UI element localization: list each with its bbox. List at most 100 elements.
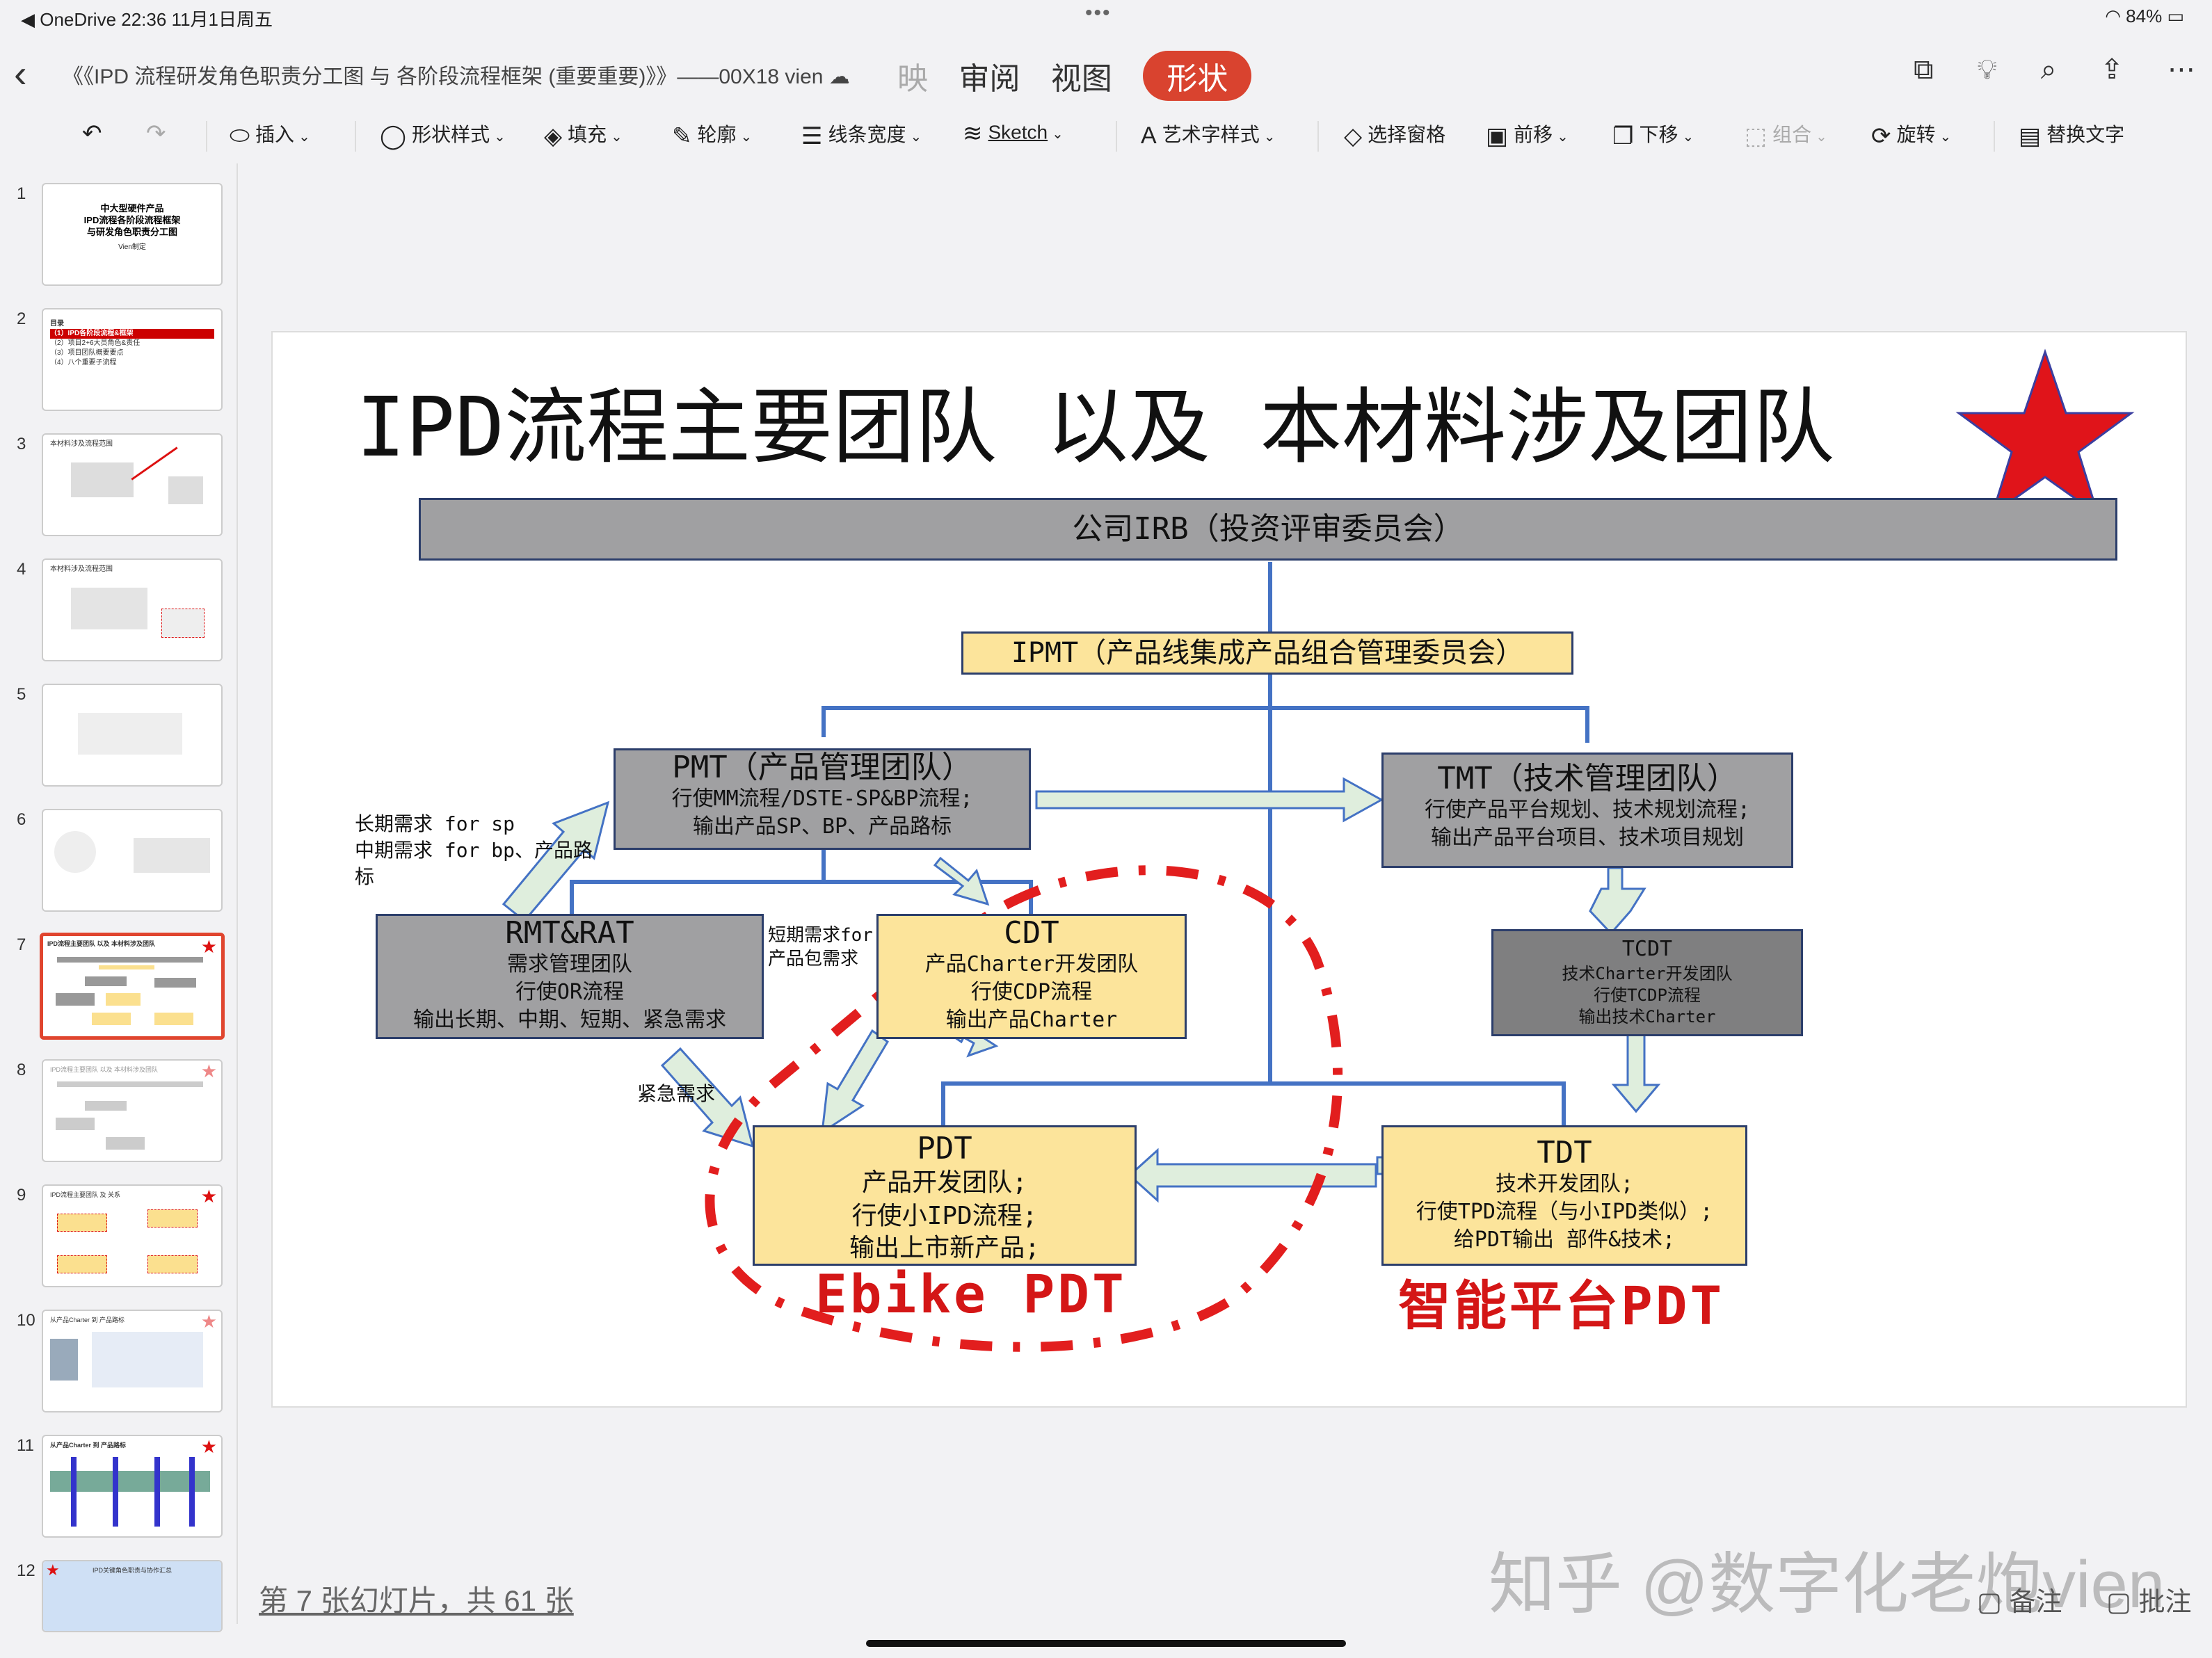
alt-text-button[interactable]: ▤替换文字: [2019, 122, 2125, 150]
tcdt-title: TCDT: [1621, 937, 1673, 961]
slide-thumbnail-2[interactable]: 目录 （1）IPD各阶段流程&框架 （2）项目2+6大员角色&责任 （3）项目团…: [42, 308, 223, 411]
slide-thumbnail-4[interactable]: 本材料涉及流程范围: [42, 558, 223, 661]
slide-counter[interactable]: 第 7 张幻灯片，共 61 张: [259, 1584, 574, 1617]
slide-title[interactable]: IPD流程主要团队 以及 本材料涉及团队: [356, 379, 1835, 475]
shape-style-button[interactable]: ◯形状样式⌄: [380, 122, 506, 150]
cdt-line1: 产品Charter开发团队: [924, 952, 1139, 976]
home-indicator[interactable]: [866, 1640, 1346, 1647]
rmt-box[interactable]: RMT&RAT 需求管理团队 行使OR流程 输出长期、中期、短期、紧急需求: [376, 914, 764, 1039]
rotate-icon: ⟳: [1871, 122, 1891, 150]
slide-thumbnail-12[interactable]: IPD关键角色职责与协作汇总 ★: [42, 1560, 223, 1632]
pdt-line2: 行使小IPD流程;: [851, 1202, 1038, 1230]
battery-icon: ▭: [2162, 6, 2184, 26]
thumb-number: 5: [17, 685, 26, 704]
battery-status: ◠ 84% ▭: [2105, 6, 2184, 27]
ipmt-box[interactable]: IPMT（产品线集成产品组合管理委员会）: [961, 631, 1573, 675]
redo-icon[interactable]: ↷: [146, 120, 166, 147]
send-backward-icon: ❐: [1612, 122, 1634, 150]
outline-button[interactable]: ✎轮廓⌄: [672, 122, 753, 150]
thumb-number: 11: [17, 1436, 34, 1455]
multitask-dots[interactable]: •••: [1085, 1, 1112, 24]
star-icon: ★: [46, 1561, 60, 1579]
star-icon: ★: [200, 1186, 217, 1207]
label-short-term-demand[interactable]: 短期需求for 产品包需求: [768, 925, 873, 969]
document-title[interactable]: 《《IPD 流程研发角色职责分工图 与 各阶段流程框架 (重要重要)》》——00…: [63, 59, 850, 90]
watermark: 知乎 @数字化老炮vien: [1489, 1547, 2165, 1622]
slide-canvas[interactable]: IPD流程主要团队 以及 本材料涉及团队: [271, 331, 2187, 1408]
slide-thumbnail-11[interactable]: 从产品Charter 到 产品路标 ★: [42, 1435, 223, 1538]
header-actions: ⧉ 💡︎ ⌕ ⇪ ⋯: [1877, 54, 2195, 86]
status-left: ◀ OneDrive 22:36 11月1日周五: [21, 9, 273, 30]
cloud-sync-icon: ☁: [828, 65, 850, 88]
tmt-box[interactable]: TMT（技术管理团队） 行使产品平台规划、技术规划流程; 输出产品平台项目、技术…: [1381, 752, 1793, 868]
comment-icon: ▢: [2106, 1588, 2139, 1617]
pmt-box[interactable]: PMT（产品管理团队） 行使MM流程/DSTE-SP&BP流程; 输出产品SP、…: [614, 748, 1031, 850]
tdt-box[interactable]: TDT 技术开发团队; 行使TPD流程（与小IPD类似）; 给PDT输出 部件&…: [1381, 1125, 1747, 1266]
slide-thumbnail-7[interactable]: IPD流程主要团队 以及 本材料涉及团队 ★: [40, 933, 225, 1040]
slide-thumbnails-pane[interactable]: 1 中大型硬件产品 IPD流程各阶段流程框架 与研发角色职责分工图 Vien制定…: [0, 163, 238, 1632]
wifi-icon: ◠: [2105, 6, 2126, 26]
document-title-text: 《《IPD 流程研发角色职责分工图 与 各阶段流程框架 (重要重要)》》——00…: [63, 65, 824, 88]
rmt-title: RMT&RAT: [505, 915, 634, 951]
selection-pane-button[interactable]: ◇选择窗格: [1344, 122, 1446, 150]
thumb-number: 2: [17, 309, 26, 328]
label-long-term-demand[interactable]: 长期需求 for sp 中期需求 for bp、产品路 标: [355, 812, 593, 888]
tab-shape[interactable]: 形状: [1143, 51, 1252, 101]
rmt-line1: 需求管理团队: [507, 952, 632, 976]
line-width-button[interactable]: ☰线条宽度⌄: [801, 122, 922, 150]
more-icon[interactable]: ⋯: [2167, 54, 2195, 85]
share-icon[interactable]: ⇪: [2100, 54, 2124, 85]
thumb-number: 8: [17, 1061, 26, 1079]
group-button[interactable]: ⬚组合⌄: [1745, 122, 1827, 150]
send-backward-button[interactable]: ❐下移⌄: [1612, 122, 1694, 150]
slide-thumbnail-3[interactable]: 本材料涉及流程范围: [42, 433, 223, 536]
irb-box[interactable]: 公司IRB（投资评审委员会）: [419, 498, 2117, 561]
bring-forward-button[interactable]: ▣前移⌄: [1486, 122, 1569, 150]
slide-thumbnail-5[interactable]: [42, 684, 223, 787]
line-width-icon: ☰: [801, 122, 823, 150]
pmt-line2: 输出产品SP、BP、产品路标: [692, 814, 952, 839]
pdt-box[interactable]: PDT 产品开发团队; 行使小IPD流程; 输出上市新产品;: [753, 1125, 1137, 1266]
tab-view[interactable]: 视图: [1050, 62, 1112, 96]
slide-thumbnail-1[interactable]: 中大型硬件产品 IPD流程各阶段流程框架 与研发角色职责分工图 Vien制定: [42, 183, 223, 286]
ebike-pdt-label[interactable]: Ebike PDT: [815, 1263, 1127, 1325]
cdt-title: CDT: [1004, 915, 1059, 951]
tdt-line2: 行使TPD流程（与小IPD类似）;: [1416, 1200, 1713, 1224]
fill-button[interactable]: ◈填充⌄: [544, 122, 623, 150]
sketch-icon: ≋: [963, 120, 983, 147]
cdt-line2: 行使CDP流程: [970, 980, 1093, 1004]
tmt-title: TMT（技术管理团队）: [1437, 761, 1738, 796]
insert-button[interactable]: ⬭插入⌄: [230, 122, 310, 150]
tmt-line1: 行使产品平台规划、技术规划流程;: [1424, 798, 1751, 822]
tcdt-line3: 输出技术Charter: [1578, 1007, 1716, 1027]
tcdt-box[interactable]: TCDT 技术Charter开发团队 行使TCDP流程 输出技术Charter: [1491, 929, 1803, 1036]
thumb-number: 3: [17, 435, 26, 453]
rotate-button[interactable]: ⟳旋转⌄: [1871, 122, 1952, 150]
thumb-number: 6: [17, 810, 26, 829]
slide-thumbnail-6[interactable]: [42, 809, 223, 912]
cdt-box[interactable]: CDT 产品Charter开发团队 行使CDP流程 输出产品Charter: [876, 914, 1187, 1039]
tdt-title: TDT: [1537, 1135, 1592, 1170]
sketch-button[interactable]: ≋Sketch⌄: [963, 120, 1064, 147]
label-urgent-demand[interactable]: 紧急需求: [637, 1082, 716, 1105]
back-icon[interactable]: ‹: [14, 51, 27, 95]
slide-thumbnail-8[interactable]: IPD流程主要团队 以及 本材料涉及团队 ★: [42, 1059, 223, 1162]
star-icon: ★: [200, 1061, 217, 1081]
notes-button[interactable]: ▢ 备注: [1977, 1588, 2062, 1617]
smart-platform-pdt-label[interactable]: 智能平台PDT: [1398, 1275, 1725, 1337]
tab-slideshow[interactable]: 映: [897, 62, 928, 96]
cdt-line3: 输出产品Charter: [945, 1008, 1118, 1032]
comments-button[interactable]: ▢ 批注: [2106, 1588, 2192, 1617]
thumb-number: 4: [17, 560, 26, 579]
slide-thumbnail-10[interactable]: 从产品Charter 到 产品路标 ★: [42, 1310, 223, 1412]
star-icon: ★: [200, 936, 217, 957]
slide-thumbnail-9[interactable]: IPD流程主要团队 及 关系 ★: [42, 1184, 223, 1287]
present-icon[interactable]: ⧉: [1914, 54, 1934, 85]
undo-icon[interactable]: ↶: [82, 120, 102, 147]
lightbulb-icon[interactable]: 💡︎: [1977, 54, 1997, 85]
tab-review[interactable]: 审阅: [959, 62, 1020, 96]
search-icon[interactable]: ⌕: [2040, 54, 2057, 85]
pen-icon: ✎: [672, 122, 692, 150]
bring-forward-icon: ▣: [1486, 122, 1509, 150]
